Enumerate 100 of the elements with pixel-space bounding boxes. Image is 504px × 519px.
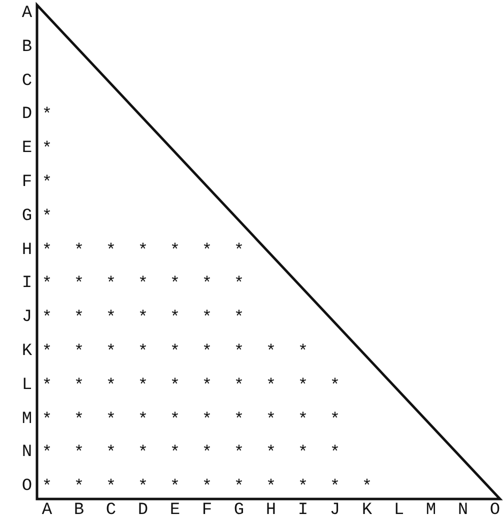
asterisk-mark: *: [298, 447, 308, 462]
row-label: L: [22, 378, 32, 393]
row-label: F: [22, 176, 32, 190]
asterisk-mark: *: [74, 346, 84, 360]
asterisk-mark: *: [298, 346, 308, 360]
column-label: B: [74, 504, 84, 518]
asterisk-mark: *: [170, 346, 180, 360]
asterisk-mark: *: [234, 346, 244, 360]
asterisk-mark: *: [74, 244, 84, 259]
asterisk-mark: *: [170, 481, 180, 496]
asterisk-mark: *: [42, 244, 52, 259]
asterisk-mark: *: [42, 481, 52, 496]
asterisk-mark: *: [106, 447, 116, 462]
asterisk-mark: *: [202, 447, 212, 462]
asterisk-mark: *: [234, 278, 244, 292]
column-label: H: [266, 504, 276, 518]
asterisk-mark: *: [170, 278, 180, 292]
asterisk-mark: *: [106, 346, 116, 360]
row-label: A: [22, 7, 32, 21]
column-label: M: [426, 504, 436, 518]
row-label: E: [22, 142, 32, 156]
asterisk-mark: *: [298, 380, 308, 394]
asterisk-mark: *: [330, 447, 340, 462]
asterisk-mark: *: [42, 447, 52, 462]
asterisk-mark: *: [138, 447, 148, 462]
asterisk-mark: *: [202, 244, 212, 259]
asterisk-mark: *: [106, 312, 116, 326]
row-label: I: [22, 277, 32, 292]
row-label: G: [22, 210, 32, 224]
asterisk-mark: *: [42, 177, 52, 191]
asterisk-mark: *: [170, 244, 180, 259]
asterisk-mark: *: [74, 278, 84, 292]
asterisk-mark: *: [234, 244, 244, 259]
asterisk-mark: *: [202, 278, 212, 292]
column-label: E: [170, 504, 180, 518]
row-label: O: [22, 480, 32, 494]
asterisk-mark: *: [106, 481, 116, 496]
asterisk-mark: *: [42, 109, 52, 124]
column-label: D: [138, 504, 148, 518]
column-label: C: [106, 504, 116, 518]
asterisk-mark: *: [106, 414, 116, 428]
asterisk-mark: *: [298, 481, 308, 496]
asterisk-mark: *: [234, 312, 244, 326]
asterisk-mark: *: [138, 312, 148, 326]
asterisk-mark: *: [234, 481, 244, 496]
asterisk-mark: *: [202, 414, 212, 428]
asterisk-mark: *: [42, 143, 52, 158]
asterisk-mark: *: [170, 312, 180, 326]
asterisk-mark: *: [266, 380, 276, 394]
asterisk-mark: *: [202, 346, 212, 360]
asterisk-mark: *: [362, 481, 372, 496]
asterisk-mark: *: [170, 380, 180, 394]
asterisk-mark: *: [202, 481, 212, 496]
asterisk-mark: *: [266, 447, 276, 462]
row-label: M: [22, 412, 32, 427]
row-label: J: [22, 311, 32, 326]
row-label: D: [22, 108, 32, 122]
row-label: B: [22, 40, 32, 55]
asterisk-mark: *: [170, 414, 180, 428]
asterisk-mark: *: [298, 414, 308, 428]
asterisk-mark: *: [74, 414, 84, 428]
asterisk-mark: *: [106, 244, 116, 259]
asterisk-mark: *: [42, 380, 52, 394]
asterisk-mark: *: [42, 414, 52, 428]
asterisk-mark: *: [138, 380, 148, 394]
asterisk-mark: *: [330, 481, 340, 496]
row-label: H: [22, 244, 32, 258]
asterisk-mark: *: [266, 346, 276, 360]
asterisk-mark: *: [138, 278, 148, 292]
asterisk-mark: *: [138, 346, 148, 360]
column-label: F: [202, 504, 212, 518]
asterisk-mark: *: [202, 312, 212, 326]
column-label: I: [298, 504, 308, 518]
asterisk-mark: *: [42, 210, 52, 225]
asterisk-mark: *: [202, 380, 212, 394]
asterisk-mark: *: [170, 447, 180, 462]
row-label: N: [22, 446, 32, 460]
asterisk-mark: *: [106, 380, 116, 394]
asterisk-mark: *: [74, 447, 84, 462]
column-label: N: [458, 504, 468, 518]
asterisk-mark: *: [234, 447, 244, 462]
column-label: J: [330, 504, 340, 518]
asterisk-mark: *: [42, 278, 52, 292]
row-label: K: [22, 345, 32, 359]
asterisk-mark: *: [234, 414, 244, 428]
asterisk-mark: *: [266, 481, 276, 496]
asterisk-mark: *: [330, 414, 340, 428]
row-label: C: [22, 74, 32, 89]
column-label: L: [394, 504, 404, 518]
asterisk-mark: *: [330, 380, 340, 394]
asterisk-mark: *: [42, 312, 52, 326]
asterisk-mark: *: [138, 414, 148, 428]
asterisk-mark: *: [138, 481, 148, 496]
asterisk-mark: *: [106, 278, 116, 292]
asterisk-mark: *: [234, 380, 244, 394]
asterisk-mark: *: [74, 312, 84, 326]
asterisk-mark: *: [74, 481, 84, 496]
column-label: K: [362, 504, 372, 518]
column-label: A: [42, 504, 52, 518]
asterisk-mark: *: [42, 346, 52, 360]
